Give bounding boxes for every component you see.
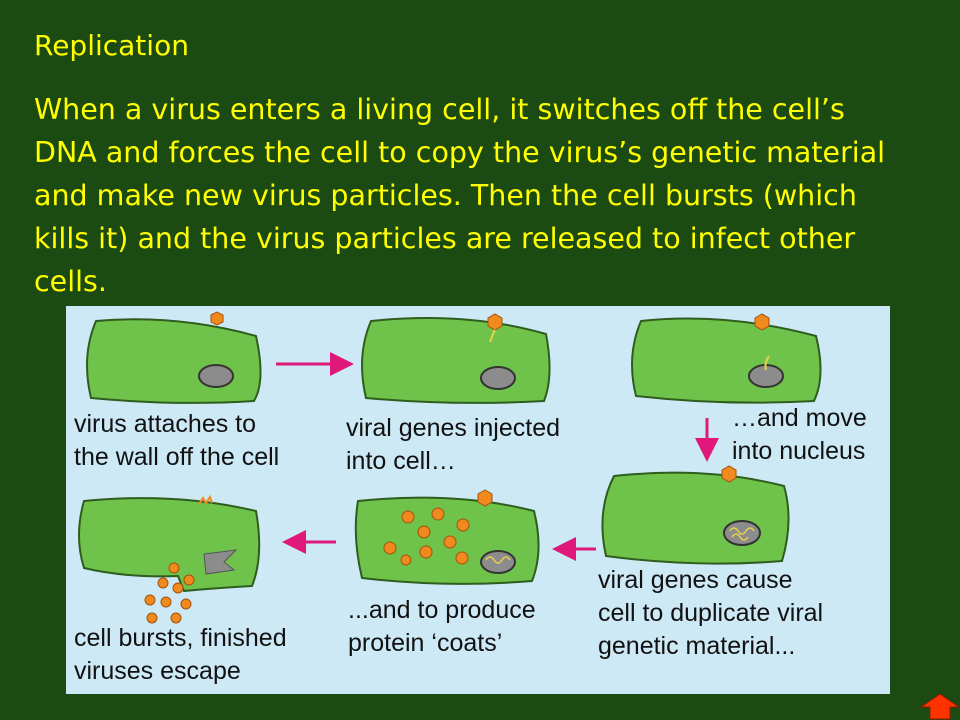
step1-caption: virus attaches to the wall off the cell bbox=[74, 410, 280, 471]
step5-cell bbox=[354, 489, 540, 585]
virus-icon bbox=[754, 313, 770, 331]
virus-icon bbox=[721, 465, 737, 483]
diagram-graphics bbox=[78, 311, 822, 624]
virus-icon bbox=[487, 313, 503, 331]
virus-replication-diagram: virus attaches to the wall off the cell … bbox=[66, 306, 890, 694]
nucleus-icon bbox=[198, 364, 234, 388]
step2-caption: viral genes injected into cell… bbox=[346, 414, 561, 475]
step3-cell bbox=[631, 313, 822, 404]
virus-group-icon bbox=[383, 489, 493, 566]
slide-title: Replication bbox=[34, 29, 189, 62]
home-arrow-icon[interactable] bbox=[920, 693, 960, 720]
step1-cell bbox=[86, 311, 262, 404]
step6-caption: cell bursts, finished viruses escape bbox=[74, 624, 287, 685]
virus-icon bbox=[210, 311, 224, 326]
step6-cell bbox=[78, 494, 261, 624]
nucleus-icon bbox=[480, 366, 516, 390]
step5-caption: ...and to produce protein ‘coats’ bbox=[348, 596, 536, 657]
step3-caption: …and move into nucleus bbox=[732, 404, 867, 465]
burst-nucleus-icon bbox=[203, 549, 238, 575]
step4-caption: viral genes cause cell to duplicate vira… bbox=[598, 566, 824, 660]
burst-icon bbox=[198, 494, 213, 505]
escaping-viruses-icon bbox=[144, 562, 195, 624]
nucleus-icon bbox=[723, 520, 761, 546]
nucleus-icon bbox=[480, 550, 516, 574]
step4-cell bbox=[601, 465, 790, 565]
slide-body-text: When a virus enters a living cell, it sw… bbox=[34, 93, 886, 298]
step2-cell bbox=[361, 313, 551, 404]
